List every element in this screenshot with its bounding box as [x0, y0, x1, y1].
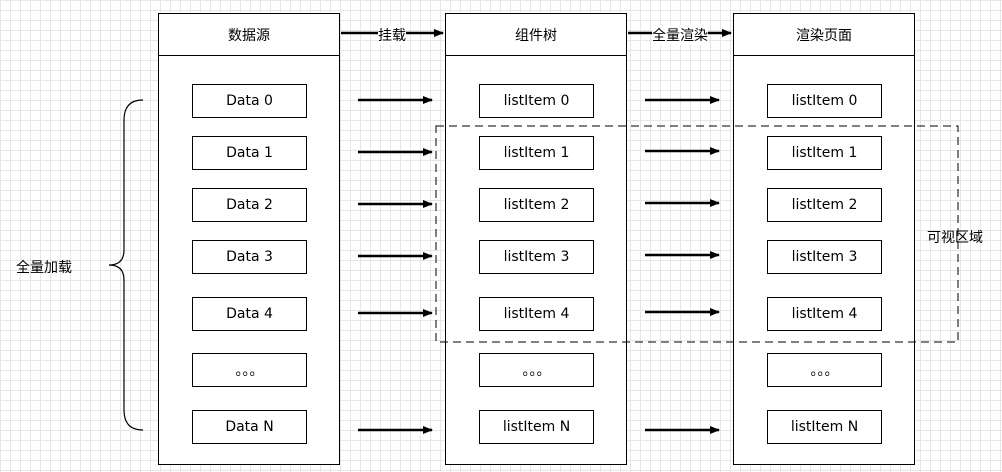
data-item-4: Data 4	[192, 297, 307, 331]
page-item-1: listItem 1	[767, 136, 882, 170]
tree-item-n: listItem N	[479, 410, 594, 444]
tree-item-ellipsis: 。。。	[479, 353, 594, 387]
data-item-ellipsis: 。。。	[192, 353, 307, 387]
render-label: 全量渲染	[652, 25, 708, 45]
page-item-ellipsis: 。。。	[767, 353, 882, 387]
rendered-page-title: 渲染页面	[734, 14, 914, 56]
page-item-3: listItem 3	[767, 240, 882, 274]
tree-item-0: listItem 0	[479, 84, 594, 118]
data-item-n: Data N	[192, 410, 307, 444]
data-item-3: Data 3	[192, 240, 307, 274]
component-tree-column: 组件树	[445, 13, 627, 465]
tree-item-2: listItem 2	[479, 188, 594, 222]
component-tree-title: 组件树	[446, 14, 626, 56]
visible-area-box	[435, 125, 959, 343]
tree-item-4: listItem 4	[479, 297, 594, 331]
full-load-label: 全量加载	[16, 260, 72, 276]
data-item-0: Data 0	[192, 84, 307, 118]
visible-area-label: 可视区域	[927, 230, 983, 246]
page-item-4: listItem 4	[767, 297, 882, 331]
mount-label: 挂载	[378, 25, 406, 45]
tree-item-3: listItem 3	[479, 240, 594, 274]
data-source-title: 数据源	[159, 14, 339, 56]
data-item-2: Data 2	[192, 188, 307, 222]
tree-item-1: listItem 1	[479, 136, 594, 170]
page-item-2: listItem 2	[767, 188, 882, 222]
full-load-brace	[108, 99, 144, 431]
page-item-0: listItem 0	[767, 84, 882, 118]
data-item-1: Data 1	[192, 136, 307, 170]
page-item-n: listItem N	[767, 410, 882, 444]
